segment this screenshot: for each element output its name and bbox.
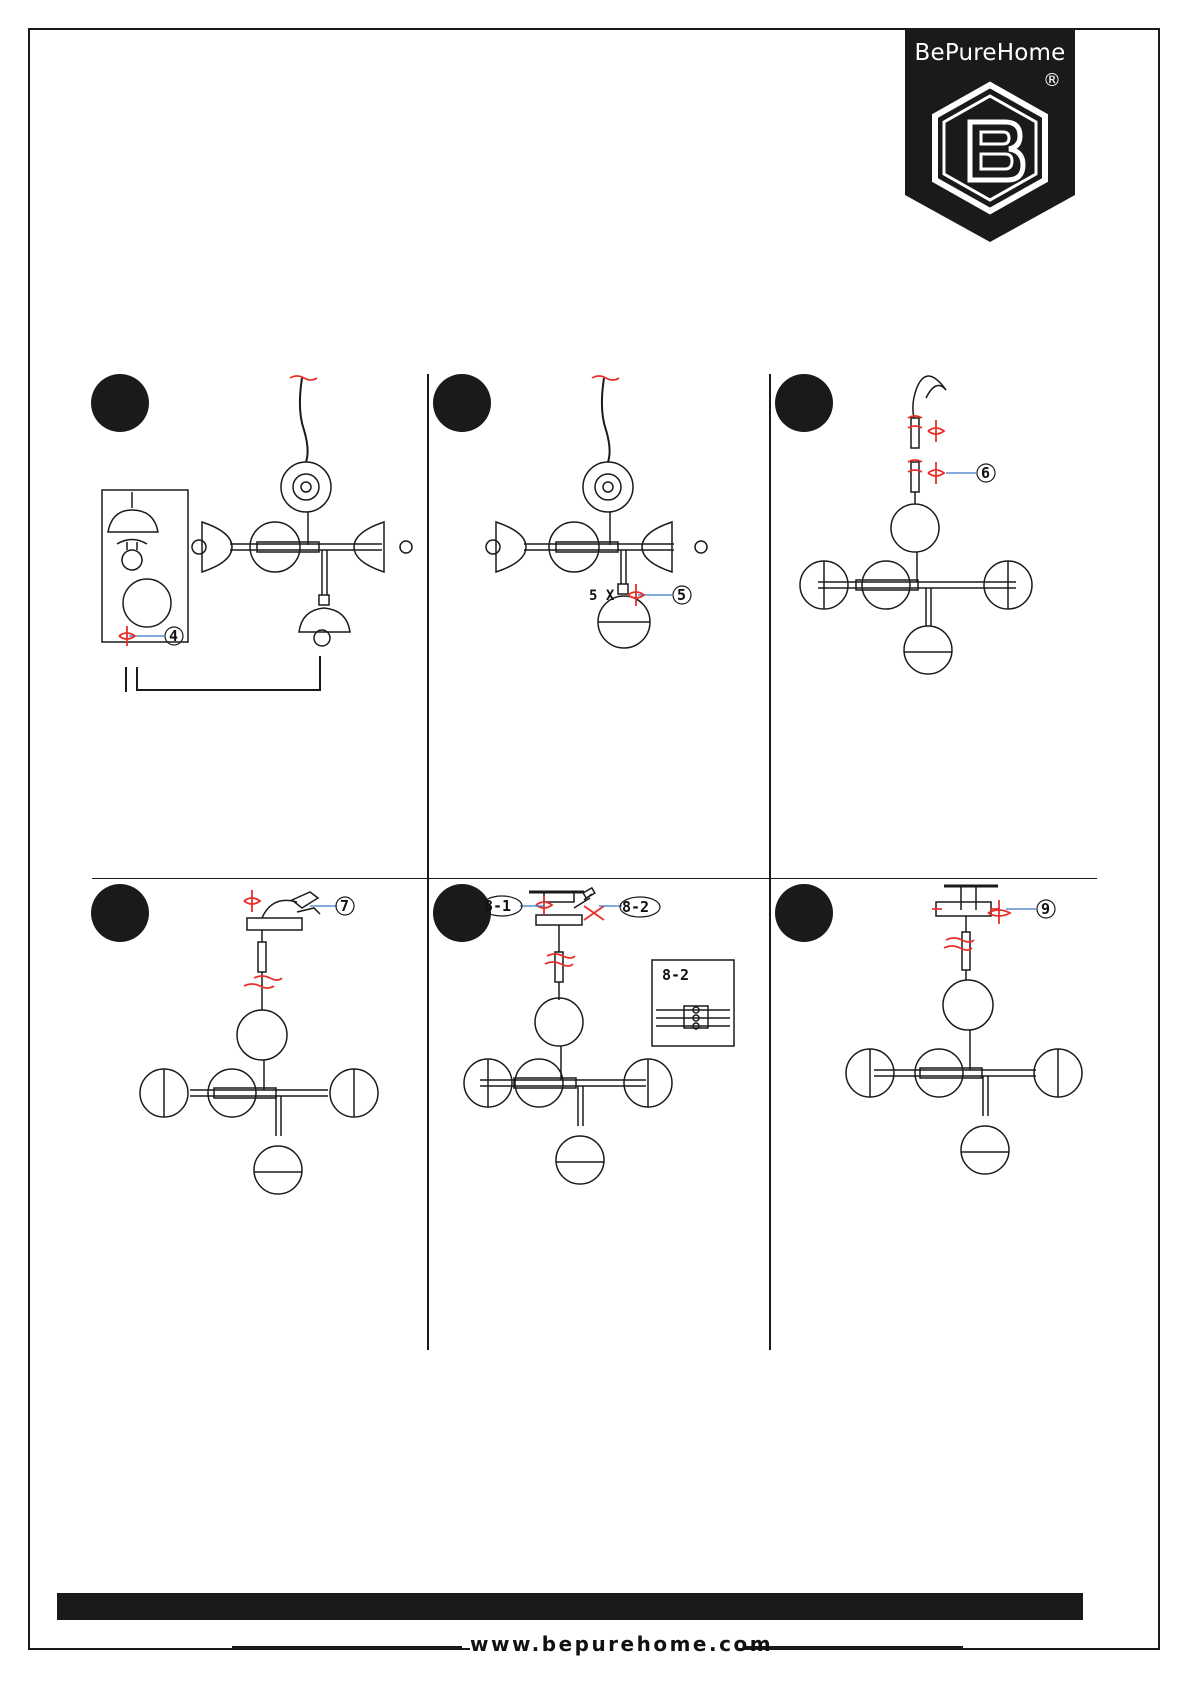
callout-8-2: 8-2 [622, 898, 649, 916]
grid-divider-v1 [427, 374, 429, 1350]
step-3-diagram: 6 [776, 370, 1106, 700]
callout-4: 4 [169, 627, 178, 645]
step-1-diagram: 4 [92, 370, 422, 700]
website-url: www.bepurehome.com [470, 1632, 736, 1656]
callout-6: 6 [981, 464, 990, 482]
step-5-diagram: 8-1 8-2 8-2 [434, 880, 764, 1210]
footer-rule-right [745, 1646, 963, 1648]
grid-divider-v2 [769, 374, 771, 1350]
step-4-diagram: 7 [92, 880, 422, 1210]
callout-5: 5 [677, 586, 686, 604]
inset-label-8-2: 8-2 [662, 966, 689, 984]
brand-logo: BePureHome ® [905, 30, 1075, 242]
footer-bar [57, 1593, 1083, 1620]
callout-8-1: 8-1 [484, 897, 511, 915]
footer-rule-left [232, 1646, 462, 1648]
quantity-label: 5 X [589, 588, 615, 604]
callout-7: 7 [340, 897, 349, 915]
grid-divider-h [92, 878, 1097, 879]
brand-name: BePureHome [905, 40, 1075, 66]
page-frame [28, 28, 1160, 1650]
step-6-diagram: 9 [776, 880, 1106, 1210]
registered-mark: ® [1043, 70, 1061, 91]
step-2-diagram: 5 X 5 [434, 370, 764, 700]
callout-9: 9 [1041, 900, 1050, 918]
